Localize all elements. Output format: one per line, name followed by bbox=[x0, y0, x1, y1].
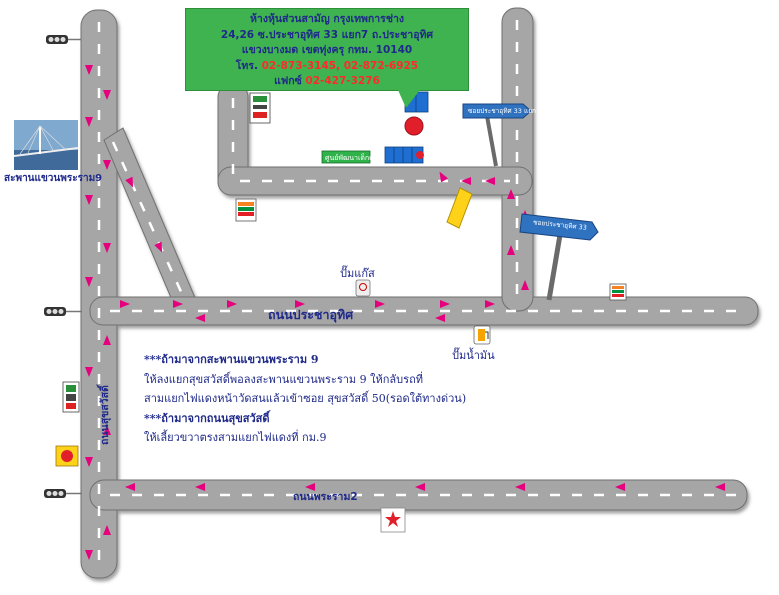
company-name: ห้างหุ้นส่วนสามัญ กรุงเทพการช่าง bbox=[250, 13, 404, 25]
oil-pump-icon bbox=[473, 325, 491, 345]
route-arrow bbox=[195, 483, 205, 491]
route-arrow bbox=[125, 176, 134, 188]
oil-pump-label: ปั๊มน้ำมัน bbox=[452, 349, 495, 362]
directions-bridge-line1: ให้ลงแยกสุขสวัสดิ์พอลงสะพานแขวนพระราม 9 … bbox=[144, 372, 423, 386]
gas-pump-icon bbox=[355, 279, 371, 297]
company-info-box: ห้างหุ้นส่วนสามัญ กรุงเทพการช่าง 24,26 ซ… bbox=[185, 8, 469, 91]
company-address-line2: แขวงบางมด เขตทุ่งครุ กทม. 10140 bbox=[241, 44, 413, 56]
route-arrow bbox=[85, 195, 93, 205]
signpost-soi33 bbox=[519, 213, 599, 301]
sign-soi7-label: ซอยประชาอุทิศ 33 แยก 7 bbox=[468, 107, 543, 115]
route-arrow bbox=[439, 171, 448, 183]
barrier-icon bbox=[446, 187, 473, 229]
route-arrow bbox=[103, 160, 111, 170]
route-arrow bbox=[295, 300, 305, 308]
route-arrow bbox=[485, 177, 495, 185]
route-arrow bbox=[85, 367, 93, 377]
route-arrow bbox=[103, 243, 111, 253]
route-arrow bbox=[461, 177, 471, 185]
route-arrow bbox=[85, 65, 93, 75]
route-arrow bbox=[125, 483, 135, 491]
shop-icon bbox=[62, 381, 80, 413]
route-arrow bbox=[103, 335, 111, 345]
route-arrow bbox=[227, 300, 237, 308]
signpost-soi7 bbox=[462, 103, 532, 167]
seven-eleven-icon bbox=[235, 198, 257, 222]
traffic-light-icon bbox=[44, 489, 82, 498]
gas-pump-label: ปั๊มแก๊ส bbox=[340, 267, 375, 280]
route-arrow bbox=[715, 483, 725, 491]
traffic-light-icon bbox=[44, 307, 82, 316]
store-logo-icon bbox=[380, 507, 406, 533]
route-arrow bbox=[120, 300, 130, 308]
route-arrow bbox=[507, 245, 515, 255]
bridge-label: สะพานแขวนพระราม9 bbox=[4, 173, 103, 184]
route-arrow bbox=[375, 300, 385, 308]
route-arrow bbox=[103, 425, 111, 435]
route-arrow bbox=[103, 525, 111, 535]
company-location-marker bbox=[404, 116, 424, 136]
route-arrow bbox=[173, 300, 183, 308]
road-pracha-uthit-label: ถนนประชาอุทิศ bbox=[268, 307, 354, 322]
directions-text: ***ถ้ามาจากสะพานแขวนพระราม 9 ให้ลงแยกสุข… bbox=[144, 350, 466, 448]
route-arrow bbox=[85, 550, 93, 560]
company-tel: โทร. 02-873-3145, 02-872-6925 bbox=[186, 59, 468, 75]
route-arrow bbox=[85, 277, 93, 287]
seven-eleven-icon bbox=[609, 283, 627, 301]
route-arrow bbox=[440, 300, 450, 308]
directions-bridge-line2: สามแยกไฟแดงหน้าวัดสนแล้วเข้าซอย สุขสวัสด… bbox=[144, 392, 467, 405]
bridge-icon bbox=[13, 120, 79, 170]
route-arrow bbox=[415, 483, 425, 491]
fax-number: 02-427-3276 bbox=[305, 75, 380, 87]
route-arrow bbox=[154, 241, 163, 253]
directions-bridge-title: ***ถ้ามาจากสะพานแขวนพระราม 9 bbox=[144, 353, 319, 366]
route-arrow bbox=[485, 300, 495, 308]
child-center-label: ศูนย์พัฒนาเด็กเล็ก bbox=[325, 154, 381, 162]
route-arrow bbox=[521, 280, 529, 290]
road-diagonal bbox=[103, 127, 197, 301]
fax-label: แฟกซ์ bbox=[274, 75, 302, 87]
restaurant-icon bbox=[55, 445, 79, 467]
route-arrows bbox=[85, 65, 725, 560]
tel-label: โทร. bbox=[235, 59, 258, 72]
route-arrow bbox=[435, 314, 445, 322]
company-fax: แฟกซ์ 02-427-3276 bbox=[186, 74, 468, 90]
route-arrow bbox=[615, 483, 625, 491]
route-arrow bbox=[195, 314, 205, 322]
tel-number: 02-873-3145, 02-872-6925 bbox=[261, 59, 419, 72]
road-suksawat-label: ถนนสุขสวัสดิ์ bbox=[99, 385, 111, 445]
traffic-light-icon bbox=[46, 35, 81, 44]
route-arrow bbox=[85, 117, 93, 127]
shop-icon bbox=[249, 92, 271, 124]
callout-tail bbox=[398, 90, 420, 108]
route-arrow bbox=[515, 483, 525, 491]
route-arrow bbox=[103, 90, 111, 100]
company-address-line1: 24,26 ซ.ประชาอุทิศ 33 แยก7 ถ.ประชาอุทิศ bbox=[220, 28, 434, 41]
directions-suksawat-title: ***ถ้ามาจากถนนสุขสวัสดิ์ bbox=[144, 411, 270, 425]
route-arrow bbox=[507, 189, 515, 199]
route-arrow bbox=[305, 483, 315, 491]
child-center-sign bbox=[321, 150, 371, 164]
route-arrow bbox=[85, 457, 93, 467]
road-rama2-label: ถนนพระราม2 bbox=[293, 491, 358, 503]
directions-suksawat-line1: ให้เลี้ยวขวาตรงสามแยกไฟแดงที่ กม.9 bbox=[144, 431, 327, 444]
